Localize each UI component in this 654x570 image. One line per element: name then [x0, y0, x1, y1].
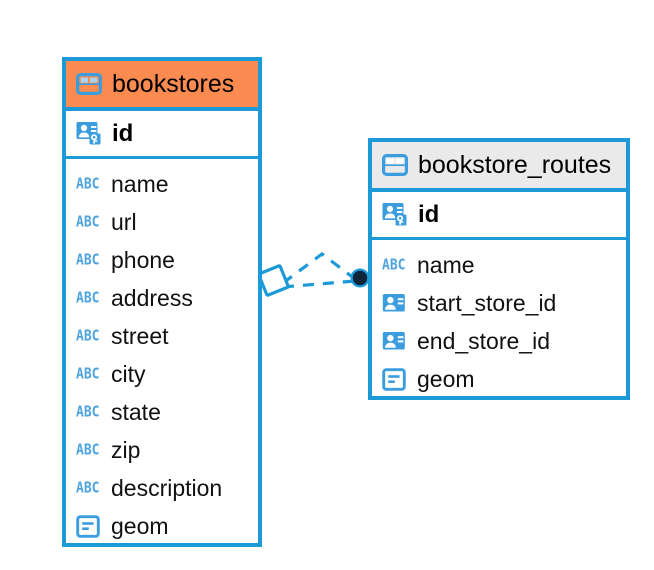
primary-key-row-bookstores[interactable]: id [66, 111, 258, 159]
abc-text-icon: ABC [76, 403, 100, 421]
abc-text-icon: ABC [76, 213, 100, 231]
field-label: geom [417, 365, 475, 392]
relationship-line-lower [282, 279, 356, 289]
primary-key-label: id [112, 119, 134, 147]
primary-key-row-bookstore-routes[interactable]: id [372, 192, 626, 240]
entity-bookstores[interactable]: bookstores id ABC name ABC [62, 57, 262, 547]
table-icon [76, 73, 102, 95]
field-row-geom[interactable]: geom [372, 360, 626, 398]
abc-text-icon: ABC [76, 479, 100, 497]
field-label: url [111, 208, 137, 235]
field-label: city [111, 360, 146, 387]
abc-text-icon: ABC [76, 365, 100, 383]
foreign-key-icon [382, 294, 405, 312]
field-row-street[interactable]: ABC street [66, 317, 258, 355]
field-row-address[interactable]: ABC address [66, 279, 258, 317]
table-icon [382, 154, 408, 176]
field-row-name[interactable]: ABC name [372, 246, 626, 284]
entity-header-bookstore-routes[interactable]: bookstore_routes [372, 142, 626, 192]
diamond-endpoint-icon[interactable] [257, 264, 290, 297]
field-label: street [111, 322, 169, 349]
field-label: zip [111, 436, 141, 463]
abc-text-icon: ABC [76, 441, 100, 459]
entity-bookstore-routes[interactable]: bookstore_routes id ABC name [368, 138, 630, 400]
field-row-phone[interactable]: ABC phone [66, 241, 258, 279]
geometry-field-icon [382, 367, 406, 391]
entity-title: bookstores [112, 69, 235, 98]
field-row-geom[interactable]: geom [66, 507, 258, 545]
abc-text-icon: ABC [76, 327, 100, 345]
field-label: description [111, 474, 223, 501]
field-row-description[interactable]: ABC description [66, 469, 258, 507]
field-row-start-store-id[interactable]: start_store_id [372, 284, 626, 322]
abc-text-icon: ABC [76, 251, 100, 269]
field-label: start_store_id [417, 289, 557, 316]
field-row-state[interactable]: ABC state [66, 393, 258, 431]
field-row-city[interactable]: ABC city [66, 355, 258, 393]
relationship-line-upper [282, 251, 356, 285]
field-list-bookstore-routes: ABC name start_store_id [372, 240, 626, 398]
field-label: state [111, 398, 161, 425]
field-label: name [417, 251, 475, 278]
field-label: address [111, 284, 193, 311]
abc-text-icon: ABC [382, 256, 406, 274]
foreign-key-icon [382, 332, 405, 350]
field-row-zip[interactable]: ABC zip [66, 431, 258, 469]
primary-key-icon [382, 203, 407, 226]
field-label: end_store_id [417, 327, 550, 354]
abc-text-icon: ABC [76, 175, 100, 193]
primary-key-icon [76, 122, 101, 145]
field-list-bookstores: ABC name ABC url ABC phone ABC address A… [66, 159, 258, 545]
primary-key-label: id [418, 200, 440, 228]
field-row-name[interactable]: ABC name [66, 165, 258, 203]
geometry-field-icon [76, 514, 100, 538]
field-row-url[interactable]: ABC url [66, 203, 258, 241]
entity-header-bookstores[interactable]: bookstores [66, 61, 258, 111]
abc-text-icon: ABC [76, 289, 100, 307]
entity-title: bookstore_routes [418, 150, 612, 179]
field-row-end-store-id[interactable]: end_store_id [372, 322, 626, 360]
circle-endpoint-icon[interactable] [350, 268, 370, 288]
field-label: name [111, 170, 169, 197]
field-label: phone [111, 246, 175, 273]
field-label: geom [111, 512, 169, 539]
